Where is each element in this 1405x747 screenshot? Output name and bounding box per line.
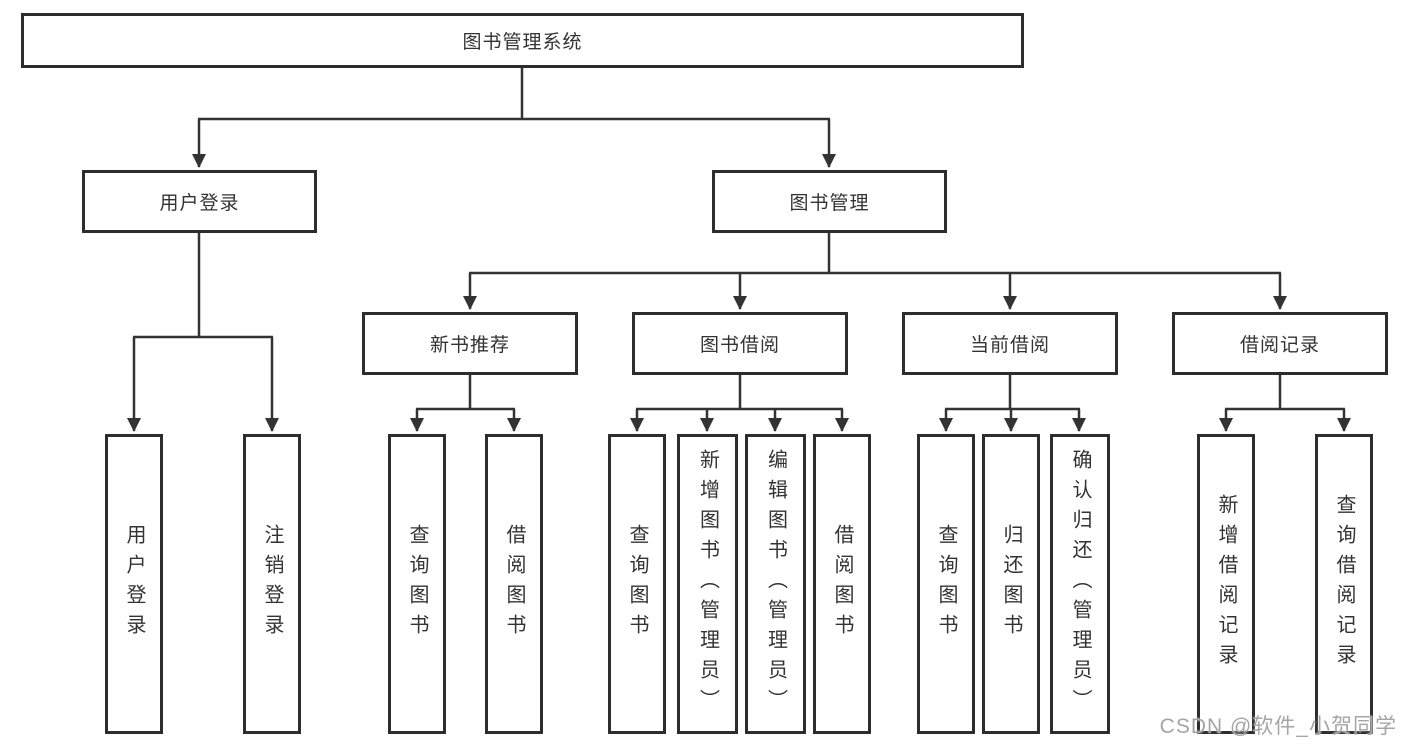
node-label: 当前借阅 (969, 335, 1050, 356)
node-label: 借阅图书 (831, 524, 853, 644)
leaf-records-query-record: 查询借阅记录 (1315, 434, 1373, 734)
node-label: 注销登录 (261, 524, 283, 644)
node-label: 图书管理系统 (462, 32, 583, 53)
node-new-book-recommend: 新书推荐 (362, 312, 578, 375)
node-book-borrow: 图书借阅 (632, 312, 848, 375)
node-label: 确认归还（管理员） (1069, 449, 1091, 719)
leaf-logout-login: 注销登录 (243, 434, 301, 734)
node-label: 用户登录 (123, 524, 145, 644)
node-label: 借阅记录 (1239, 335, 1320, 356)
node-current-borrow: 当前借阅 (902, 312, 1118, 375)
leaf-records-add-record: 新增借阅记录 (1197, 434, 1255, 734)
leaf-borrow-edit-book-admin: 编辑图书（管理员） (745, 434, 806, 734)
node-label: 查询借阅记录 (1333, 494, 1355, 674)
leaf-borrow-borrow-book: 借阅图书 (813, 434, 871, 734)
csdn-watermark: CSDN @软件_小贺同学 (1159, 715, 1397, 738)
leaf-current-return-book: 归还图书 (982, 434, 1040, 734)
node-borrow-records: 借阅记录 (1172, 312, 1388, 375)
node-label: 图书借阅 (699, 335, 780, 356)
node-label: 编辑图书（管理员） (764, 449, 787, 719)
node-label: 新增图书（管理员） (696, 449, 719, 719)
leaf-user-login: 用户登录 (105, 434, 163, 734)
node-label: 查询图书 (935, 524, 957, 644)
leaf-current-query-book: 查询图书 (917, 434, 975, 734)
node-user-login: 用户登录 (82, 170, 317, 233)
leaf-recommend-borrow-book: 借阅图书 (485, 434, 543, 734)
leaf-current-confirm-return-admin: 确认归还（管理员） (1050, 434, 1110, 734)
node-label: 归还图书 (1000, 524, 1022, 644)
node-label: 用户登录 (159, 193, 240, 214)
node-book-management: 图书管理 (712, 170, 947, 233)
leaf-borrow-add-book-admin: 新增图书（管理员） (677, 434, 738, 734)
node-label: 新书推荐 (429, 335, 510, 356)
node-label: 查询图书 (626, 524, 648, 644)
node-label: 新增借阅记录 (1215, 494, 1237, 674)
leaf-borrow-query-book: 查询图书 (608, 434, 666, 734)
node-library-management-system: 图书管理系统 (21, 13, 1024, 68)
node-label: 图书管理 (789, 193, 870, 214)
leaf-recommend-query-book: 查询图书 (388, 434, 446, 734)
node-label: 借阅图书 (503, 524, 525, 644)
node-label: 查询图书 (406, 524, 428, 644)
